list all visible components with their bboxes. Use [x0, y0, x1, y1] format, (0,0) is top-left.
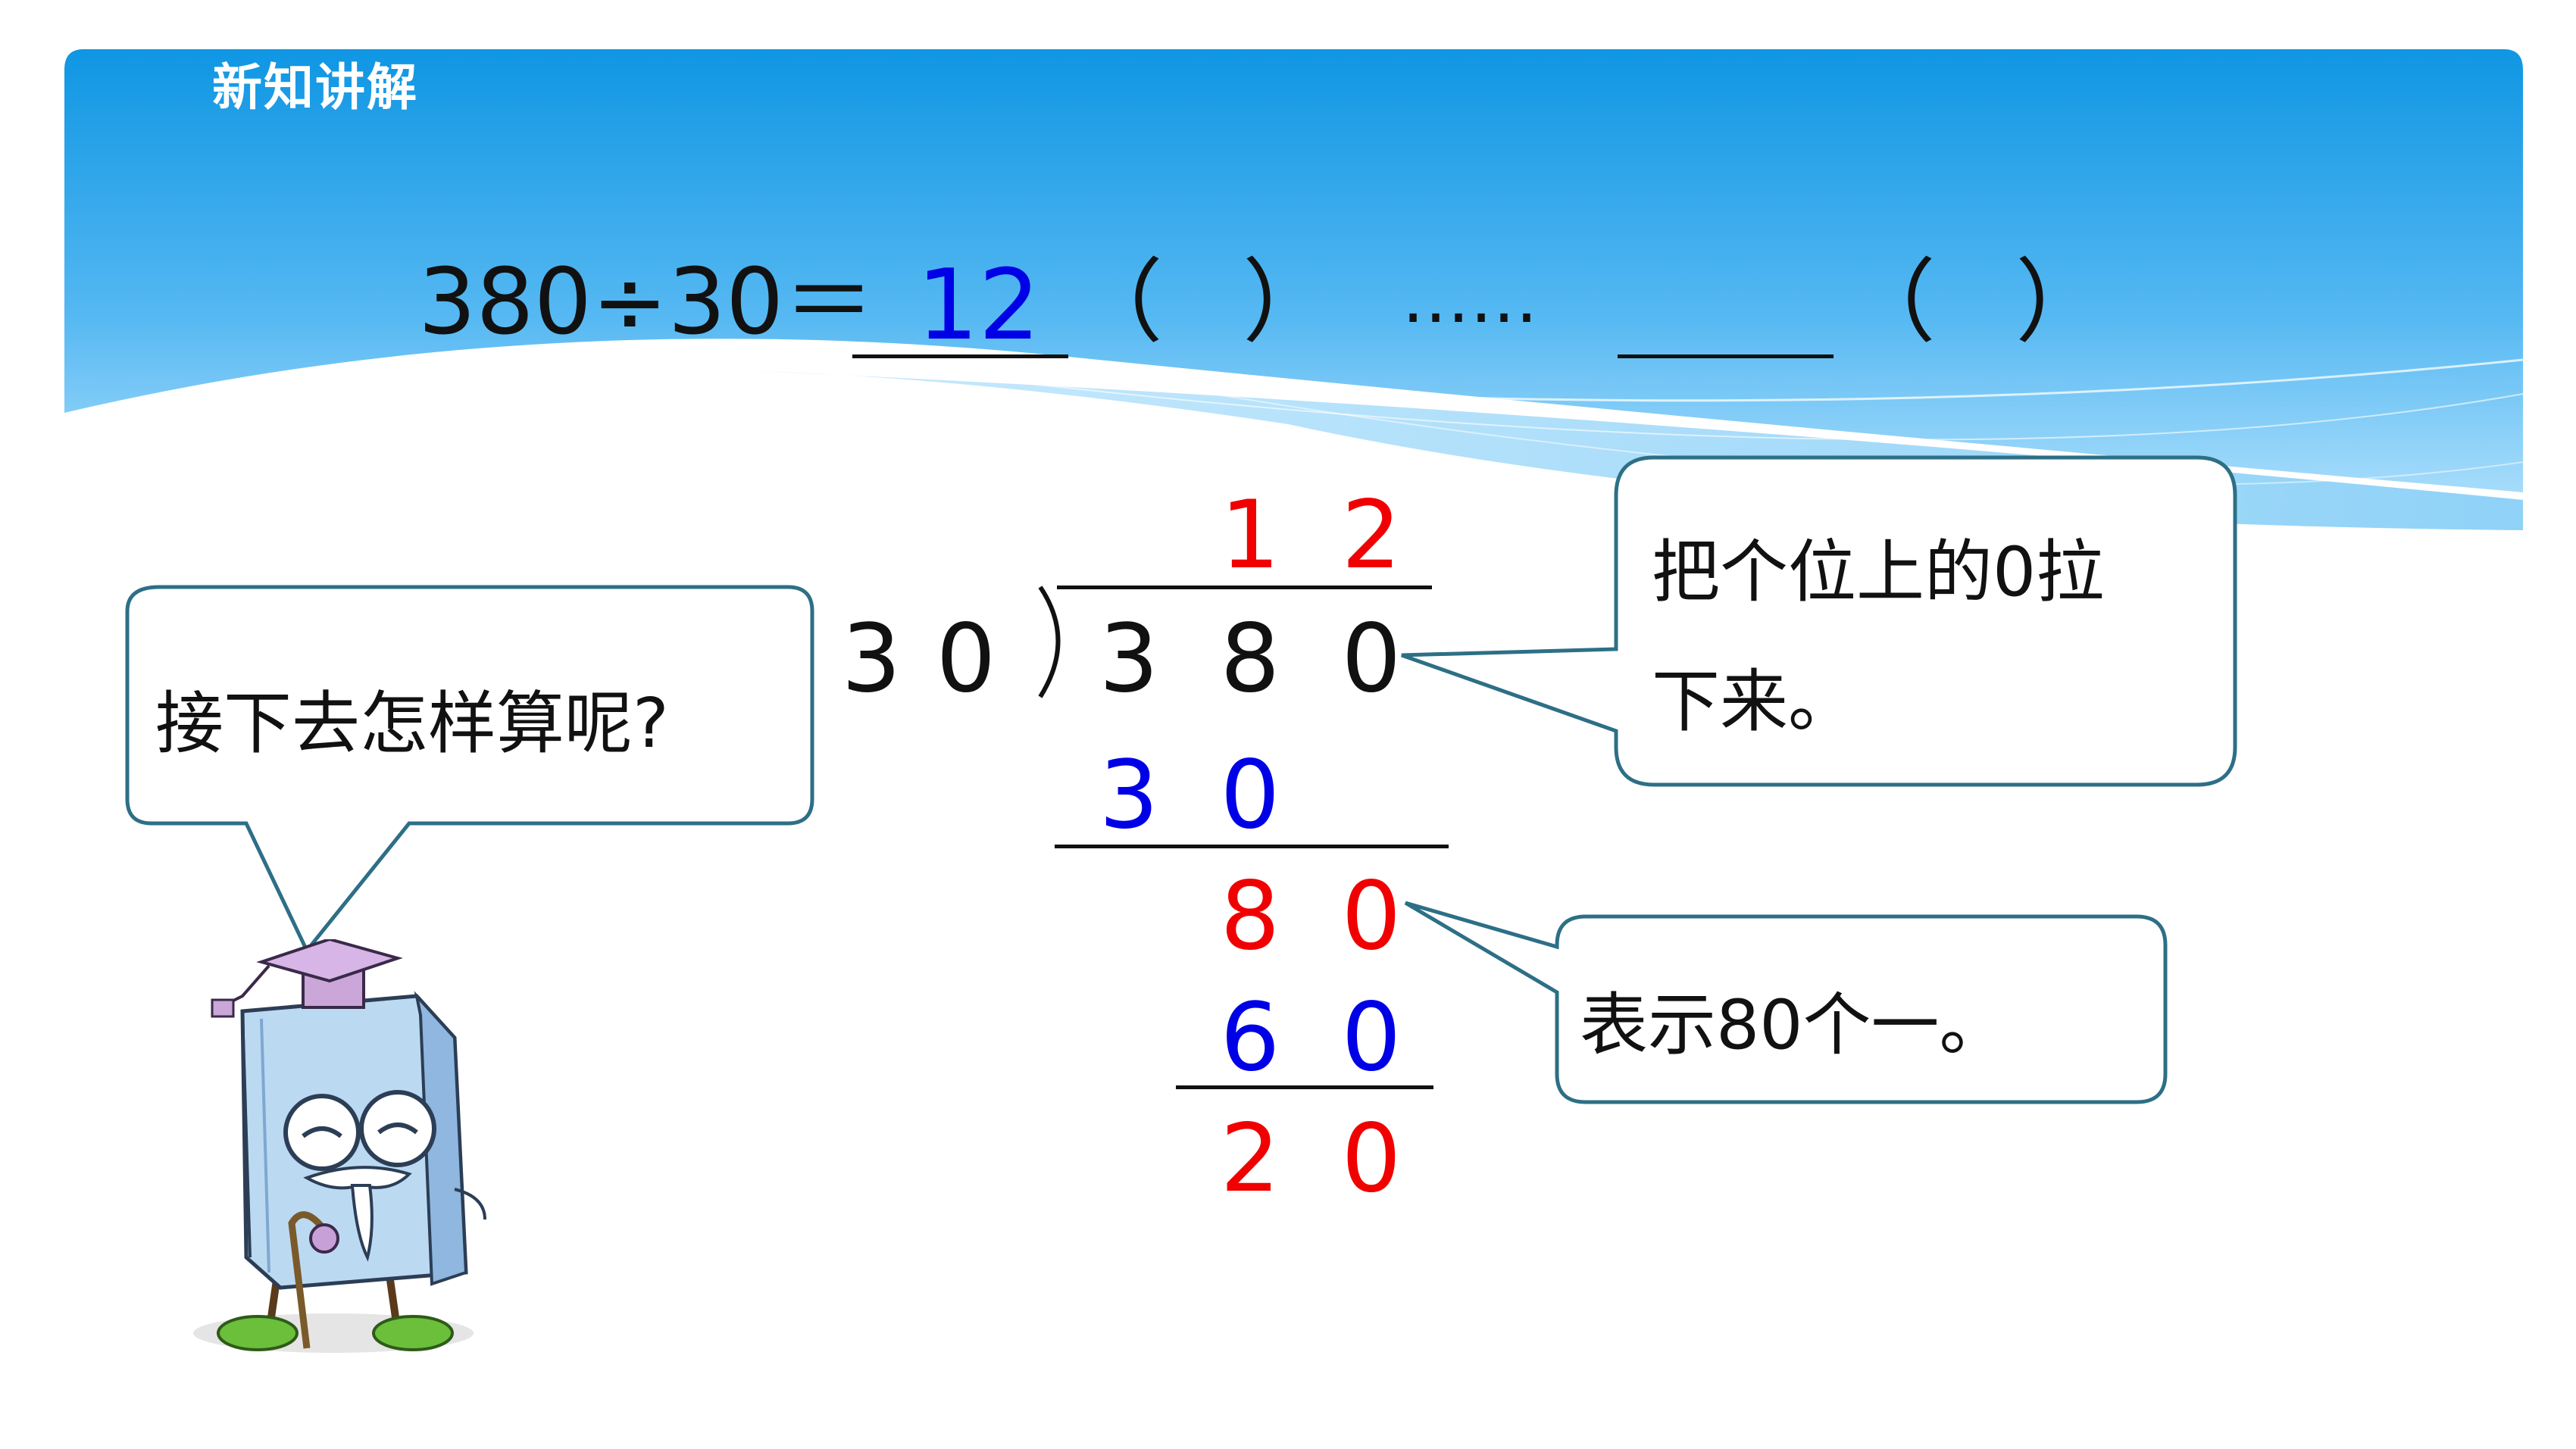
step1-product-tens: 3: [1099, 741, 1159, 850]
hint-bubble-text: 把个位上的0拉 下来。: [1652, 507, 2104, 767]
step2-rule: [1176, 1085, 1433, 1089]
quotient-answer: 12: [917, 249, 1040, 362]
step2-product-tens: 6: [1220, 983, 1280, 1092]
final-remainder-ones: 0: [1341, 1104, 1402, 1213]
division-bracket: [1038, 586, 1061, 698]
paren-open-2: （: [1845, 250, 1936, 355]
ellipsis: ……: [1402, 259, 1538, 339]
step1-product-ones: 0: [1220, 741, 1280, 850]
step1-remainder-tens: 8: [1220, 862, 1280, 971]
dividend-digit-tens: 8: [1220, 604, 1280, 714]
note-bubble-text: 表示80个一。: [1580, 985, 2008, 1065]
dividend-digit-hundreds: 3: [1099, 604, 1159, 714]
hint-line-2: 下来。: [1652, 662, 1856, 742]
book-professor-mascot-icon: [193, 939, 486, 1353]
quotient-digit-ones: 2: [1341, 481, 1402, 590]
divisor-digit-tens: 3: [841, 604, 902, 714]
step1-rule: [1055, 845, 1449, 848]
paren-open-1: （: [1072, 250, 1163, 355]
quotient-digit-tens: 1: [1220, 481, 1280, 590]
section-title: 新知讲解: [212, 58, 418, 117]
hint-bubble: [1401, 455, 2237, 787]
final-remainder-tens: 2: [1220, 1104, 1280, 1213]
step1-remainder-ones: 0: [1341, 862, 1402, 971]
dividend-digit-ones: 0: [1341, 604, 1402, 714]
remainder-blank-line: [1618, 354, 1834, 358]
division-bar: [1057, 586, 1432, 589]
paren-close-1: ）: [1243, 250, 1333, 355]
step2-product-ones: 0: [1341, 983, 1402, 1092]
hint-line-1: 把个位上的0拉: [1652, 532, 2105, 612]
paren-close-2: ）: [2015, 250, 2106, 355]
quotient-blank-line: [852, 354, 1068, 358]
divisor-digit-ones: 0: [936, 604, 996, 714]
question-bubble-text: 接下去怎样算呢?: [155, 684, 669, 764]
equation-expression: 380÷30＝: [418, 250, 875, 355]
note-bubble: [1404, 901, 2168, 1104]
